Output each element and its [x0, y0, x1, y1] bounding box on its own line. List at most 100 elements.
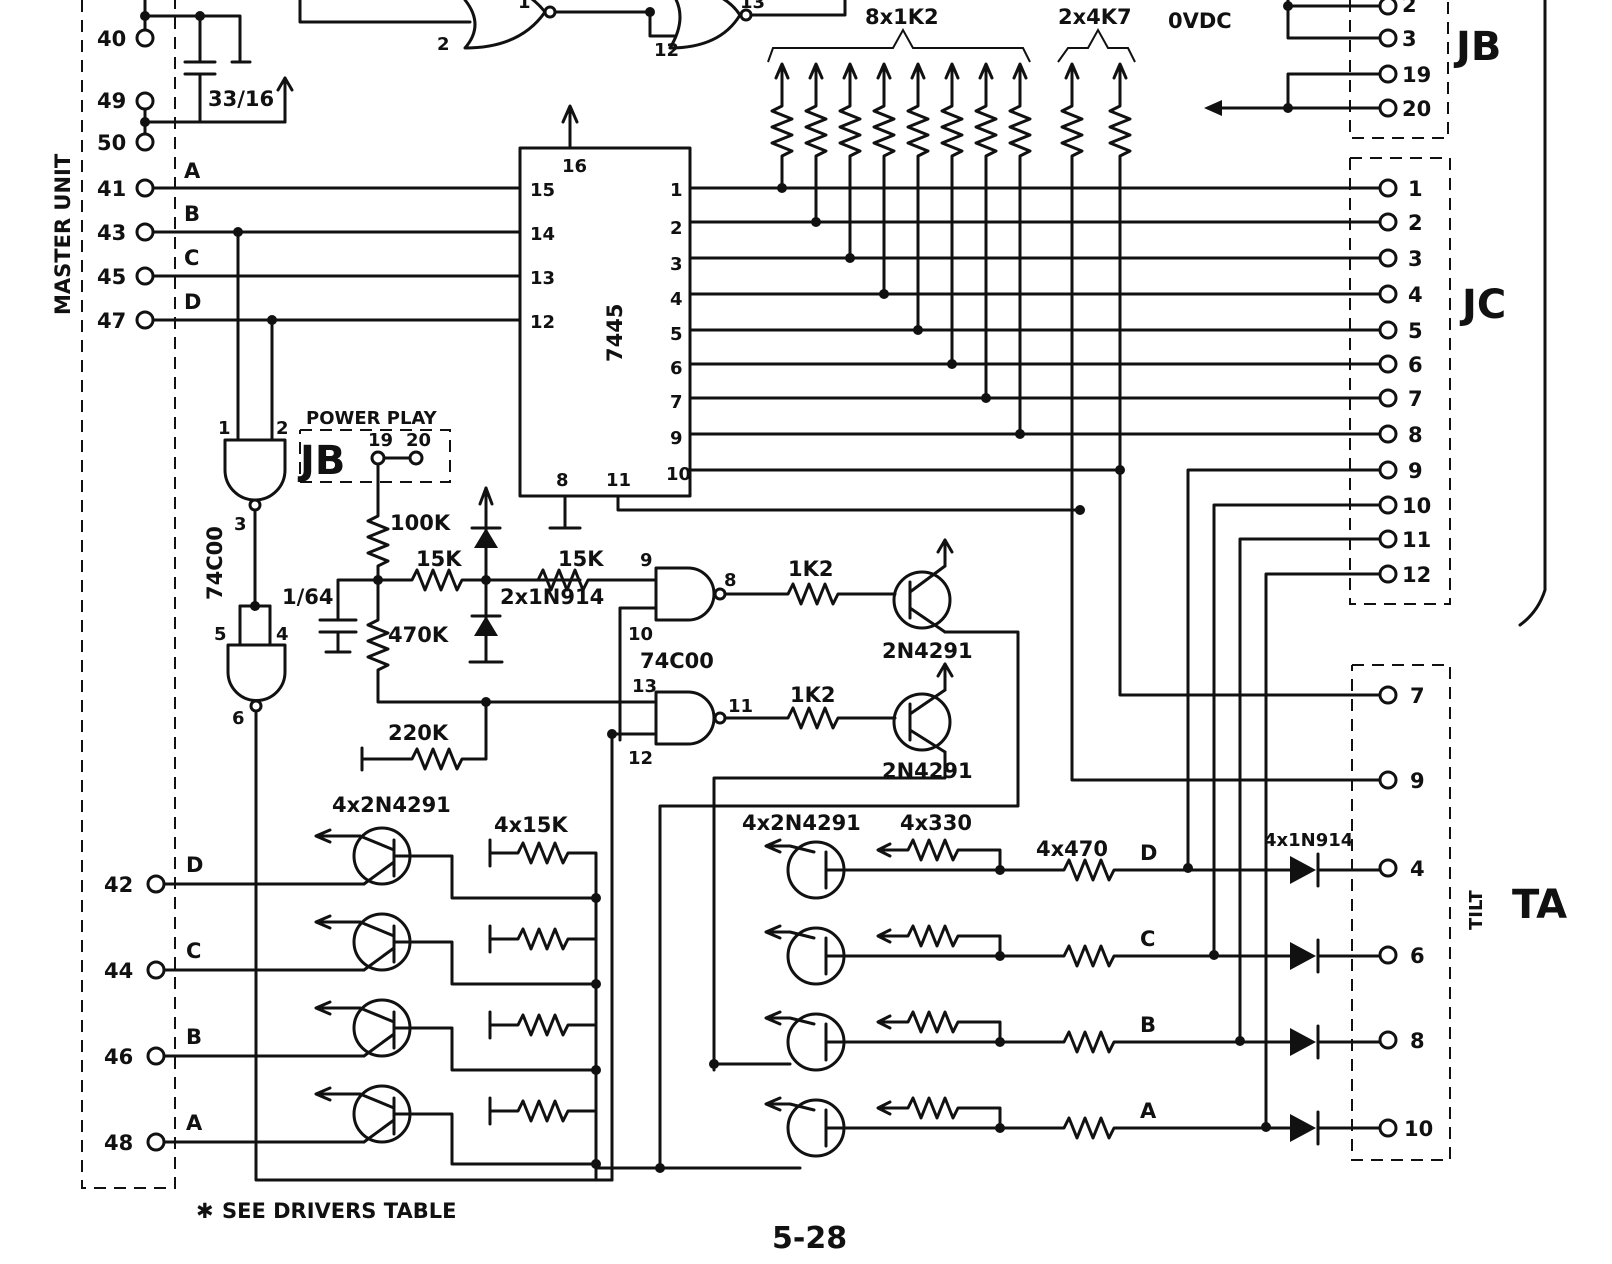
gate-left-name: 74C00 — [203, 526, 227, 600]
cap-1-64-label: 1/64 — [282, 585, 334, 609]
master-unit-title: MASTER UNIT — [51, 153, 75, 315]
jc-pin-6-label: 6 — [1408, 353, 1423, 377]
ta-pin-9-label: 9 — [1410, 769, 1425, 793]
mid-transistors: 1K2 2N4291 1K2 2N4291 — [658, 538, 1020, 1170]
footnote-text: SEE DRIVERS TABLE — [222, 1199, 456, 1223]
ta-tilt-label: TILT — [1466, 890, 1487, 930]
pullup-array-2x4k7: 2x4K7 0VDC — [1057, 5, 1382, 782]
ta-pin-10-label: 10 — [1404, 1117, 1433, 1141]
transistor-q1 — [892, 570, 952, 630]
decoder-output-lines — [688, 186, 1382, 697]
gate-mid-pin-8: 8 — [724, 570, 737, 591]
signal-d-label: D — [184, 290, 201, 314]
master-unit-box: MASTER UNIT — [51, 0, 176, 1189]
jc-pin-6 — [1378, 354, 1398, 374]
gate-left-pin-3: 3 — [234, 514, 247, 535]
jc-pin-4-label: 4 — [1408, 283, 1423, 307]
left-resistors-label: 4x15K — [494, 813, 568, 837]
out-signal-a-label: A — [186, 1111, 203, 1135]
pin-40-label: 40 — [97, 27, 126, 51]
ta-name: TA — [1512, 882, 1567, 928]
gate-left-pin-2: 2 — [276, 418, 289, 439]
pullup-r6 — [940, 62, 964, 369]
gate-mid-name: 74C00 — [640, 649, 714, 673]
decoder-out-10: 10 — [666, 464, 691, 485]
gate-mid-pin-13: 13 — [632, 676, 657, 697]
gate-mid-pin-9: 9 — [640, 550, 653, 571]
power-play-pin-20: 20 — [406, 430, 431, 451]
pin-43-label: 43 — [97, 221, 126, 245]
jc-pin-8-label: 8 — [1408, 423, 1423, 447]
power-play-pin-19: 19 — [368, 430, 393, 451]
decoder-in-14: 14 — [530, 224, 555, 245]
master-inputs: 41 A 43 B 45 C 47 D — [97, 159, 522, 333]
pullup-r8 — [1008, 62, 1032, 439]
decoder-name: 7445 — [603, 304, 627, 362]
nand-74c00-mid: 9 10 8 74C00 13 12 11 — [607, 550, 753, 769]
out-signal-d-label: D — [186, 853, 203, 877]
jc-pin-4 — [1378, 284, 1398, 304]
r-1k2-a-label: 1K2 — [788, 557, 834, 581]
pin-41-label: 41 — [97, 177, 126, 201]
power-play-label: POWER PLAY — [306, 408, 438, 429]
pin-44 — [146, 960, 166, 980]
nor-pin-2: 2 — [437, 34, 450, 55]
pin-48 — [146, 1132, 166, 1152]
ta-pin-8 — [1378, 1030, 1398, 1050]
jc-pin-9-label: 9 — [1408, 459, 1423, 483]
jb-pin-3-label: 3 — [1402, 27, 1417, 51]
pin-41 — [135, 178, 155, 198]
footnote-asterisk: ✱ — [196, 1199, 214, 1223]
jc-pin-8 — [1378, 424, 1398, 444]
decoder-out-7: 7 — [670, 392, 683, 413]
jc-pin-10 — [1378, 495, 1398, 515]
driver-row-c: 44 C C — [104, 912, 1382, 989]
jc-pin-7 — [1378, 388, 1398, 408]
pin-46-label: 46 — [104, 1045, 133, 1069]
ta-pin-6-label: 6 — [1410, 944, 1425, 968]
transistor-q2 — [892, 692, 952, 752]
pullup-2-label: 2x4K7 — [1058, 5, 1132, 29]
signal-a-label: A — [184, 159, 201, 183]
pullup-array-8x1k2: 8x1K2 — [767, 5, 1032, 439]
decoder-pin-11: 11 — [606, 470, 631, 491]
line-a-label: A — [1140, 1099, 1157, 1123]
driver-row-a: 48 A A — [104, 738, 1382, 1182]
pin-50-label: 50 — [97, 131, 126, 155]
q1-label: 2N4291 — [882, 639, 973, 663]
gate-mid-pin-12: 12 — [628, 748, 653, 769]
timing-network: 100K 1/64 15K 15K 470K 2x1N914 — [282, 486, 658, 772]
diodes-2x1n914-label: 2x1N914 — [500, 585, 604, 609]
jb-pin-20 — [1378, 98, 1398, 118]
ta-pin-9 — [1378, 770, 1398, 790]
power-play-connector: JB — [297, 438, 345, 484]
pin-45-label: 45 — [97, 265, 126, 289]
decoder-7445: 7445 16 8 11 15 14 13 12 1 2 3 4 5 6 7 9… — [518, 104, 1085, 530]
jc-pin-2-label: 2 — [1408, 211, 1423, 235]
nor-pin-12: 12 — [654, 40, 679, 61]
cap-33-16-label: 33/16 — [208, 87, 274, 111]
gate-left-pin-1: 1 — [218, 418, 231, 439]
jc-pin-7-label: 7 — [1408, 387, 1423, 411]
out-signal-c-label: C — [186, 939, 201, 963]
pin-42 — [146, 874, 166, 894]
pin-42-label: 42 — [104, 873, 133, 897]
jc-pin-5-label: 5 — [1408, 319, 1423, 343]
jc-pin-5 — [1378, 320, 1398, 340]
signal-b-label: B — [184, 202, 200, 226]
pin-48-label: 48 — [104, 1131, 133, 1155]
jb-name: JB — [1453, 24, 1501, 70]
jc-pin-12-label: 12 — [1402, 563, 1431, 587]
jc-pin-3 — [1378, 248, 1398, 268]
pullup-r1 — [770, 62, 794, 193]
left-transistors-label: 4x2N4291 — [332, 793, 451, 817]
pullup-r10 — [1108, 62, 1132, 472]
pin-49-label: 49 — [97, 89, 126, 113]
pin-44-label: 44 — [104, 959, 133, 983]
page-number: 5-28 — [772, 1221, 847, 1256]
jc-pin-1 — [1378, 178, 1398, 198]
jc-pin-1-label: 1 — [1408, 177, 1423, 201]
r-15k-b-label: 15K — [558, 547, 604, 571]
jc-pin-10-label: 10 — [1402, 494, 1431, 518]
